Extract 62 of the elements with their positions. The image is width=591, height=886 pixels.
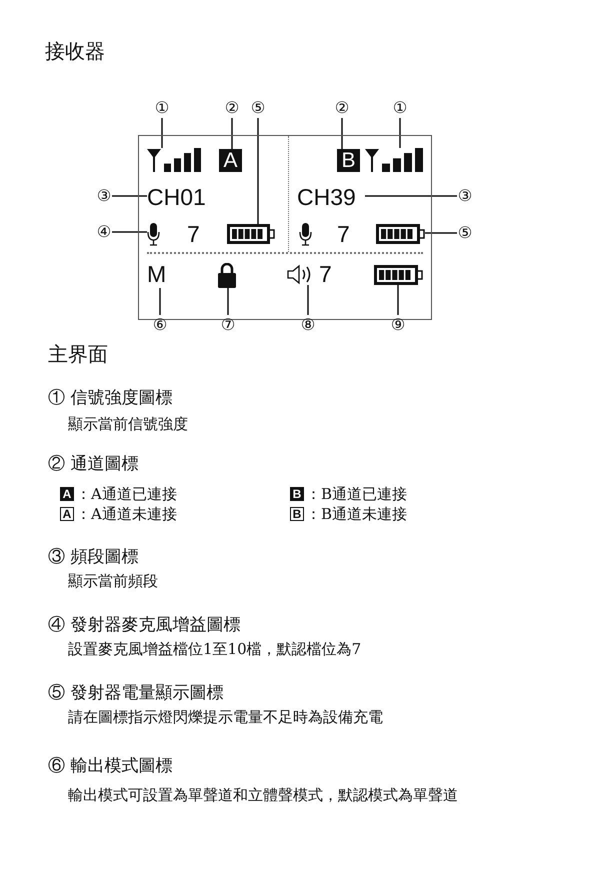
leader-line xyxy=(227,288,229,315)
battery-icon xyxy=(374,265,423,285)
callout-number: ⑤ xyxy=(457,223,473,243)
leader-line xyxy=(307,285,309,315)
callout-number: ③ xyxy=(457,186,473,206)
channel-text: CH39 xyxy=(297,183,365,211)
leader-line xyxy=(397,285,399,315)
status-text: ：B通道已連接 xyxy=(306,485,408,503)
status-text: ：A通道已連接 xyxy=(76,485,177,503)
battery-icon xyxy=(376,224,425,244)
callout-number: ① xyxy=(154,98,170,118)
item-description: 顯示當前頻段 xyxy=(68,571,158,592)
item-heading: ③ 頻段圖標 xyxy=(48,546,138,569)
item-heading: ⑥ 輸出模式圖標 xyxy=(48,755,172,778)
item-description: 設置麥克風增益檔位1至10檔，默認檔位為7 xyxy=(68,639,362,660)
callout-number: ⑥ xyxy=(152,315,168,335)
channel-text: CH01 xyxy=(147,183,213,211)
callout-number: ② xyxy=(334,98,350,118)
leader-line xyxy=(231,118,233,149)
leader-line xyxy=(341,118,343,149)
status-text: ：A通道未連接 xyxy=(76,505,177,523)
status-text: ：B通道未連接 xyxy=(306,505,408,523)
channel-badge: A xyxy=(60,487,74,501)
item-description: 請在圖標指示燈閃爍提示電量不足時為設備充電 xyxy=(68,707,383,728)
callout-number: ⑤ xyxy=(250,98,266,118)
battery-icon xyxy=(227,224,275,244)
leader-line xyxy=(112,195,147,197)
gain-value: 7 xyxy=(187,220,205,248)
callout-number: ③ xyxy=(96,186,112,206)
leader-line xyxy=(161,118,163,148)
callout-number: ⑦ xyxy=(220,315,236,335)
channel-badge: B xyxy=(337,149,360,172)
signal-icon xyxy=(365,148,425,172)
channel-badge: A xyxy=(60,507,74,521)
callout-number: ④ xyxy=(96,222,112,242)
leader-line xyxy=(159,288,161,315)
mode-letter: M xyxy=(147,260,173,288)
channel-badge: B xyxy=(290,507,304,521)
leader-line xyxy=(112,231,147,233)
item-description: 顯示當前信號強度 xyxy=(68,414,188,435)
leader-line xyxy=(257,118,259,224)
volume-value: 7 xyxy=(319,260,337,288)
item-heading: ① 信號強度圖標 xyxy=(48,387,172,410)
section-heading: 主界面 xyxy=(48,342,108,366)
page-title: 接收器 xyxy=(45,38,105,65)
callout-number: ② xyxy=(224,98,240,118)
leader-line xyxy=(399,118,401,148)
leader-line xyxy=(425,232,457,234)
item-heading: ⑤ 發射器電量顯示圖標 xyxy=(48,682,224,705)
display-screen xyxy=(138,135,432,320)
channel-badge: B xyxy=(290,487,304,501)
callout-number: ⑨ xyxy=(390,315,406,335)
channel-badge: A xyxy=(219,149,242,172)
callout-number: ① xyxy=(392,98,408,118)
item-description: 輸出模式可設置為單聲道和立體聲模式，默認模式為單聲道 xyxy=(68,785,459,806)
gain-value: 7 xyxy=(337,220,355,248)
lock-icon xyxy=(218,263,236,288)
callout-number: ⑧ xyxy=(300,315,316,335)
leader-line xyxy=(365,195,457,197)
item-heading: ② 通道圖標 xyxy=(48,453,138,476)
item-heading: ④ 發射器麥克風增益圖標 xyxy=(48,614,240,637)
signal-icon xyxy=(147,148,203,172)
